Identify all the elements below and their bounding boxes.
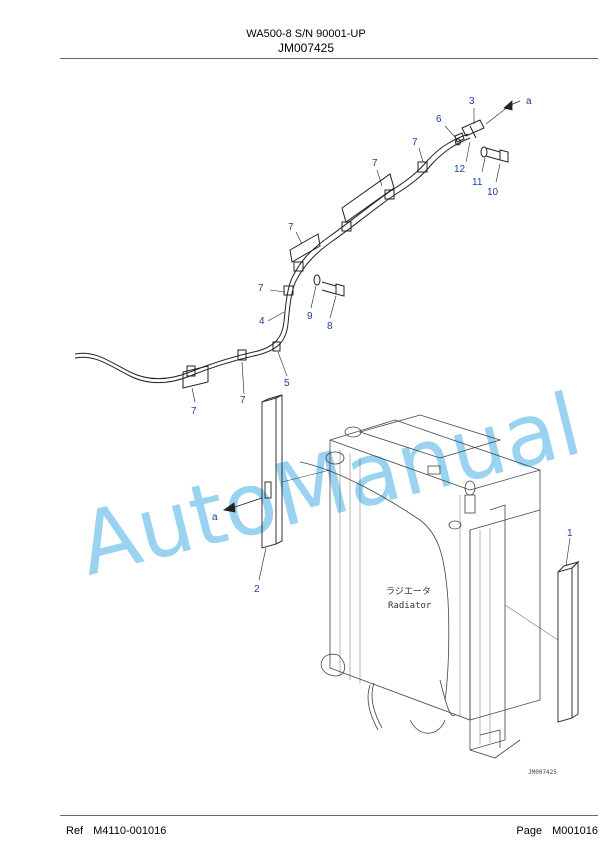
callout-5: 5 bbox=[284, 378, 290, 389]
callout-7-top: 7 bbox=[412, 137, 418, 148]
radiator-label-english: Radiator bbox=[388, 601, 432, 611]
ref-value: M4110-001016 bbox=[93, 825, 167, 837]
footer-ref: Ref M4110-001016 bbox=[66, 825, 166, 837]
callout-9: 9 bbox=[307, 311, 313, 322]
box-part-2 bbox=[261, 394, 331, 549]
hose-assembly bbox=[74, 119, 509, 389]
box-part-1 bbox=[557, 560, 580, 723]
callout-6: 6 bbox=[436, 114, 442, 125]
radiator bbox=[299, 414, 541, 759]
page-label: Page bbox=[516, 825, 543, 837]
arrow-a-top bbox=[503, 100, 521, 111]
page-value: M001016 bbox=[552, 825, 598, 837]
callout-7-clamp: 7 bbox=[258, 283, 264, 294]
callout-2: 2 bbox=[254, 584, 260, 595]
callout-8: 8 bbox=[327, 321, 333, 332]
model-serial-line: WA500-8 S/N 90001-UP bbox=[246, 28, 366, 40]
figure-id-stamp: JM007425 bbox=[528, 769, 557, 776]
callout-4: 4 bbox=[259, 316, 265, 327]
callout-7-left-bracket: 7 bbox=[191, 406, 197, 417]
callout-10: 10 bbox=[487, 187, 499, 198]
ref-label: Ref bbox=[66, 825, 84, 837]
callout-7-mid-bracket: 7 bbox=[288, 222, 294, 233]
footer-divider bbox=[60, 815, 598, 816]
arrow-a-left bbox=[222, 497, 263, 513]
callout-7-lower-clamp: 7 bbox=[240, 395, 246, 406]
callout-a-top: a bbox=[526, 96, 532, 107]
header-divider bbox=[60, 58, 598, 59]
radiator-label-japanese: ラジエータ bbox=[386, 586, 431, 597]
callout-3: 3 bbox=[469, 96, 475, 107]
figure-code-title: JM007425 bbox=[277, 41, 335, 55]
callout-1: 1 bbox=[567, 528, 573, 539]
callout-12: 12 bbox=[454, 164, 466, 175]
footer-page: Page M001016 bbox=[516, 825, 598, 837]
callout-7-upper-bracket: 7 bbox=[372, 158, 378, 169]
callout-11: 11 bbox=[472, 177, 483, 188]
leader-lines bbox=[191, 105, 510, 403]
callout-a-left: a bbox=[212, 512, 218, 523]
